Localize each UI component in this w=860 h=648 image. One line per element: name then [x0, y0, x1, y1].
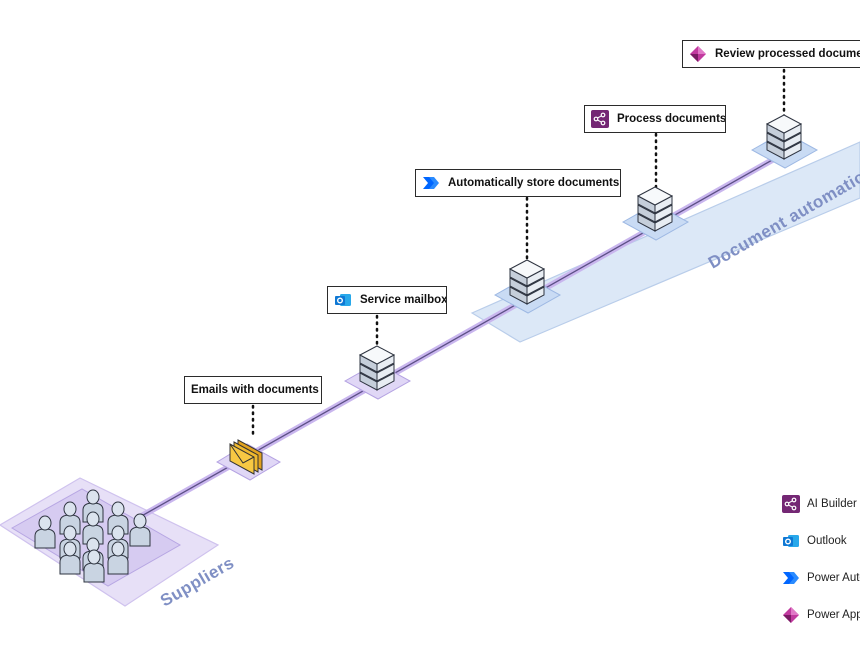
automation-area	[470, 141, 860, 343]
outlook-icon	[335, 294, 351, 306]
ai-builder-icon	[782, 495, 800, 513]
callout-mailbox: Service mailbox	[327, 286, 447, 314]
callout-store-label: Automatically store documents	[448, 177, 620, 189]
legend-ai-builder-label: AI Builder	[807, 498, 857, 510]
mailbox-server-icon	[358, 345, 396, 391]
callout-mailbox-label: Service mailbox	[360, 294, 447, 306]
power-apps-icon	[783, 607, 799, 623]
review-server-icon	[765, 114, 803, 160]
process-server-icon	[636, 186, 674, 232]
power-automate-icon	[783, 572, 799, 584]
callout-store: Automatically store documents	[415, 169, 621, 197]
legend-power-apps: Power Apps	[782, 606, 860, 624]
callout-review-label: Review processed documents	[715, 48, 860, 60]
supplier-person-icon	[129, 513, 151, 547]
suppliers-people-group	[34, 489, 151, 583]
legend-outlook-label: Outlook	[807, 535, 847, 547]
legend-ai-builder: AI Builder	[782, 495, 857, 513]
callout-emails: Emails with documents	[184, 376, 322, 404]
callout-connectors	[251, 68, 786, 440]
callout-process-label: Process documents	[617, 113, 726, 125]
supplier-person-icon	[82, 511, 104, 545]
store-server-icon	[508, 259, 546, 305]
supplier-person-icon	[34, 515, 56, 549]
power-apps-icon	[690, 46, 706, 62]
envelope-icon	[229, 439, 263, 475]
ai-builder-icon	[591, 110, 609, 128]
supplier-person-icon	[59, 541, 81, 575]
legend-power-automate: Power Automate	[782, 569, 860, 587]
power-automate-icon	[423, 177, 439, 189]
supplier-person-icon	[107, 541, 129, 575]
callout-emails-label: Emails with documents	[191, 384, 319, 396]
outlook-icon	[783, 535, 799, 547]
callout-review: Review processed documents	[682, 40, 860, 68]
callout-process: Process documents	[584, 105, 726, 133]
legend-power-apps-label: Power Apps	[807, 609, 860, 621]
legend-outlook: Outlook	[782, 532, 847, 550]
legend-power-automate-label: Power Automate	[807, 572, 860, 584]
supplier-person-icon	[83, 549, 105, 583]
